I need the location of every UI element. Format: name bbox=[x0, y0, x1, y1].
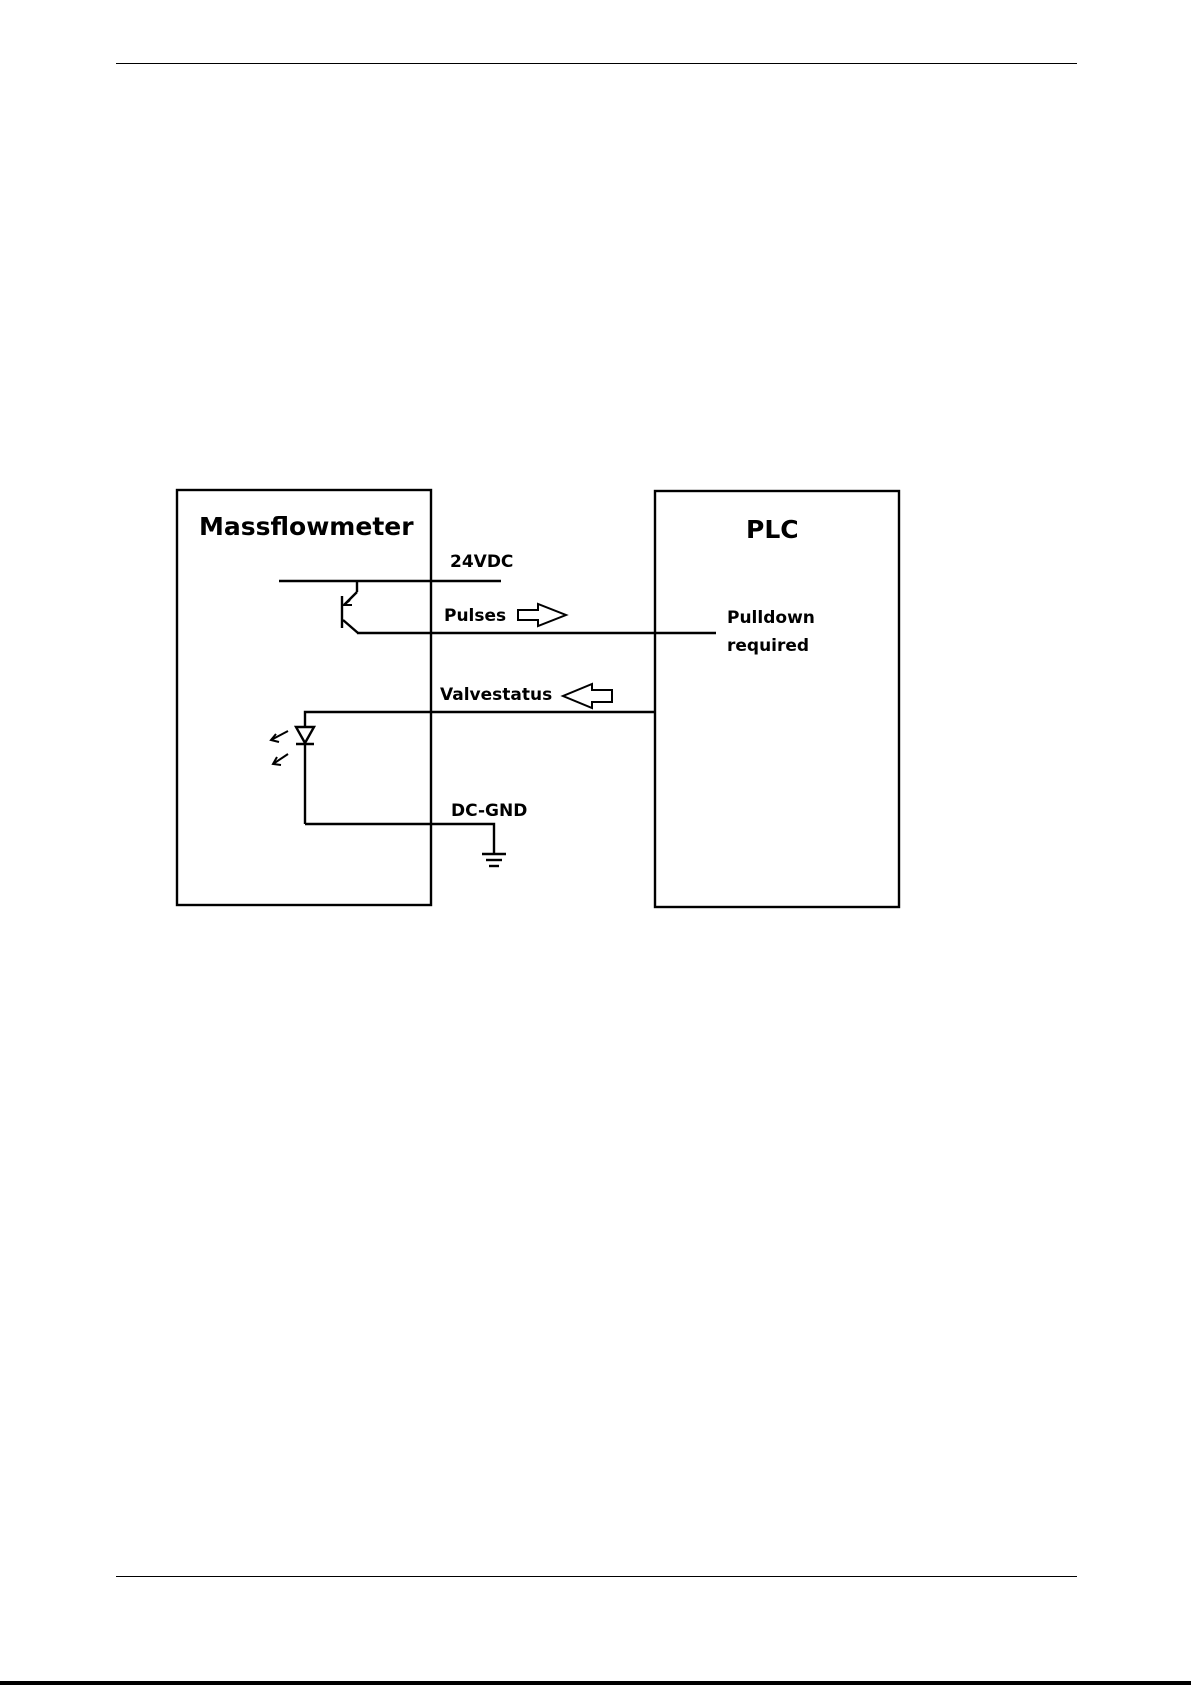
pulldown-note-line2: required bbox=[727, 636, 809, 656]
pulses-label: Pulses bbox=[444, 606, 506, 626]
valvestatus-line bbox=[305, 712, 655, 727]
led-icon bbox=[271, 727, 314, 824]
plc-block bbox=[655, 491, 899, 907]
footer-rule bbox=[116, 1576, 1077, 1577]
ground-label: DC-GND bbox=[451, 801, 527, 821]
transistor-icon bbox=[342, 581, 358, 633]
arrow-left-icon bbox=[563, 684, 612, 708]
ground-line bbox=[305, 824, 494, 854]
massflowmeter-title: Massflowmeter bbox=[199, 512, 414, 541]
supply-label: 24VDC bbox=[450, 552, 513, 572]
arrow-right-icon bbox=[518, 604, 566, 626]
bottom-edge bbox=[0, 1681, 1191, 1685]
massflowmeter-block bbox=[177, 490, 431, 905]
plc-title: PLC bbox=[746, 515, 799, 544]
ground-icon bbox=[482, 854, 506, 866]
valvestatus-label: Valvestatus bbox=[440, 685, 552, 705]
pulldown-note-line1: Pulldown bbox=[727, 608, 815, 628]
